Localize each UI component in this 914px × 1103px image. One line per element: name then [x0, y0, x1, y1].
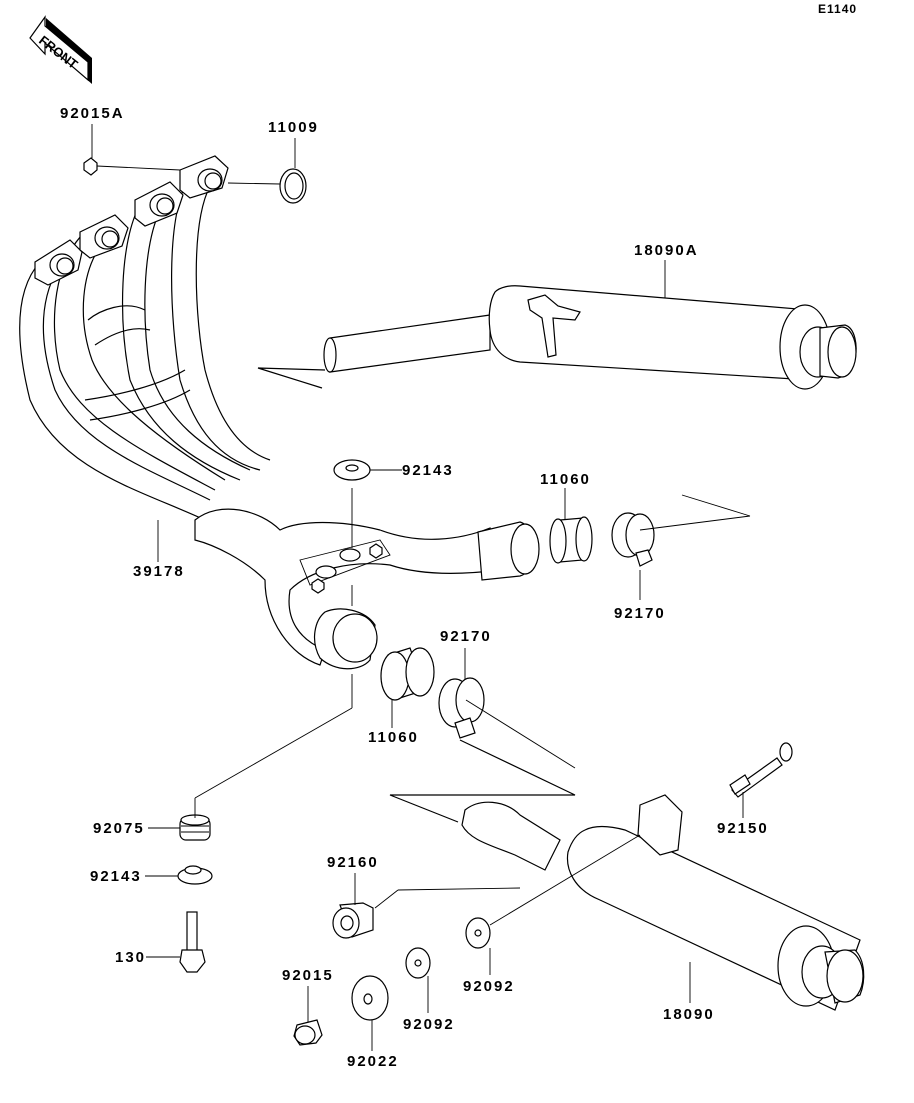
label-92015: 92015 [282, 967, 334, 984]
diagram-code: E1140 [818, 2, 857, 16]
part-labels: 92015A 11009 18090A 92143 11060 92170 39… [60, 105, 769, 1070]
clamp-92170-right [611, 512, 655, 567]
sleeve-11060-right [549, 516, 593, 564]
label-18090: 18090 [663, 1006, 715, 1023]
damper-92092-a [405, 947, 431, 979]
gasket-11009 [279, 168, 307, 204]
label-92143-top: 92143 [402, 462, 454, 479]
nut-92015A [83, 157, 98, 176]
collar-92160 [332, 902, 374, 939]
label-92143-low: 92143 [90, 868, 142, 885]
bolt-92150 [729, 742, 793, 798]
label-92150: 92150 [717, 820, 769, 837]
label-39178: 39178 [133, 563, 185, 580]
label-92092-b: 92092 [463, 978, 515, 995]
label-11060-mid: 11060 [368, 729, 419, 746]
label-11009: 11009 [268, 119, 319, 136]
exhaust-header-pipes [19, 155, 540, 670]
leader-lines [91, 124, 751, 1051]
front-arrow-icon: FRONT [29, 15, 92, 84]
bolt-130 [179, 911, 206, 973]
label-92170-right: 92170 [614, 605, 666, 622]
label-130: 130 [115, 949, 146, 966]
label-92015A: 92015A [60, 105, 125, 122]
grommet-92143-top [333, 459, 371, 481]
clamp-92170-mid [438, 677, 485, 739]
label-92160: 92160 [327, 854, 379, 871]
label-18090A: 18090A [634, 242, 699, 259]
sleeve-11060-mid [380, 647, 435, 701]
label-11060-right: 11060 [540, 471, 591, 488]
label-92075: 92075 [93, 820, 145, 837]
cap-nut-92015 [293, 1019, 323, 1046]
muffler-lower [389, 739, 865, 1011]
muffler-upper [257, 285, 857, 390]
collar-92143-low [177, 865, 213, 885]
damper-92075 [179, 814, 211, 841]
washer-92022 [351, 975, 389, 1021]
label-92092-a: 92092 [403, 1016, 455, 1033]
label-92022: 92022 [347, 1053, 399, 1070]
damper-92092-b [465, 917, 491, 949]
label-92170-mid: 92170 [440, 628, 492, 645]
